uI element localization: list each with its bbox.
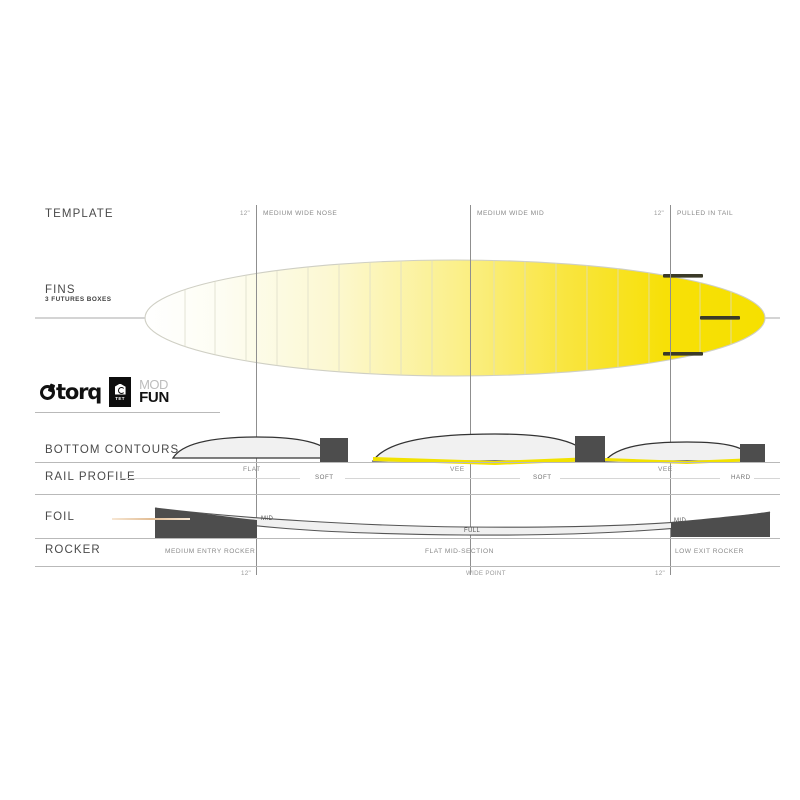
tick-tail-12in: 12" (654, 210, 664, 217)
guide-line-wide-point (470, 205, 471, 575)
row-label-foil: FOIL (45, 511, 75, 523)
model-name-bottom: FUN (139, 389, 169, 407)
foil-rocker-profile (154, 507, 771, 538)
fin-box-side-right (663, 352, 703, 356)
model-name: MOD FUN (139, 377, 169, 407)
fin-boxes (663, 274, 740, 356)
cross-section-mid (371, 433, 605, 465)
zone-label-nose: MEDIUM WIDE NOSE (263, 210, 338, 217)
axis-tick-nose: 12" (241, 570, 251, 577)
tet-badge: TET (109, 377, 132, 407)
foil-indicator-line (112, 518, 190, 520)
rail-profile-label-2: SOFT (530, 474, 555, 481)
rail-profile-line-d (745, 478, 780, 479)
tick-nose-12in: 12" (240, 210, 250, 217)
cross-section-nose (171, 436, 348, 463)
bottom-contour-sections (171, 433, 765, 465)
board-outline (144, 259, 766, 377)
zone-label-mid: MEDIUM WIDE MID (477, 210, 545, 217)
row-label-template: TEMPLATE (45, 208, 114, 220)
axis-tick-tail: 12" (655, 570, 665, 577)
tet-badge-text: TET (115, 395, 125, 401)
rocker-label-mid: FLAT MID-SECTION (425, 548, 494, 555)
tet-shield-icon (114, 383, 126, 395)
rule-bottom-contours (35, 462, 780, 463)
rail-profile-label-1: SOFT (312, 474, 337, 481)
entry-rocker-wedge (155, 508, 257, 538)
brand-logo-block: torq TET MOD FUN (40, 376, 169, 408)
rail-profile-line-a (120, 478, 300, 479)
rail-profile-label-3: HARD (728, 474, 754, 481)
rail-profile-line-b (345, 478, 520, 479)
rocker-label-entry: MEDIUM ENTRY ROCKER (165, 548, 256, 555)
row-label-rail-profile: RAIL PROFILE (45, 471, 136, 483)
guide-line-nose (256, 205, 257, 575)
row-label-fins: FINS (45, 284, 76, 296)
row-label-bottom-contours: BOTTOM CONTOURS (45, 444, 180, 456)
rule-rocker (35, 566, 780, 567)
rail-profile-line-c (560, 478, 720, 479)
guide-line-tail (670, 205, 671, 575)
rocker-label-exit: LOW EXIT ROCKER (675, 548, 744, 555)
axis-tick-wide-point: WIDE POINT (466, 570, 506, 577)
rule-logo (35, 412, 220, 413)
rule-foil (35, 538, 780, 539)
fin-box-side-left (663, 274, 703, 278)
bottom-contour-label-nose: FLAT (243, 466, 261, 473)
bottom-contour-label-mid: VEE (450, 466, 465, 473)
row-sublabel-fins: 3 FUTURES BOXES (45, 296, 112, 303)
row-label-rocker: ROCKER (45, 544, 101, 556)
zone-label-tail: PULLED IN TAIL (677, 210, 734, 217)
foil-label-nose: MID (261, 516, 274, 522)
rule-rail-profile (35, 494, 780, 495)
torq-wordmark: torq (40, 379, 102, 404)
exit-rocker-wedge (671, 512, 770, 537)
cross-section-tail (603, 441, 765, 464)
model-name-top: MOD (139, 377, 168, 393)
bottom-contour-label-tail: VEE (658, 466, 673, 473)
foil-label-tail: MID (674, 518, 687, 524)
torq-circle-icon (40, 384, 55, 400)
fin-box-center (700, 316, 740, 320)
torq-brand-text: torq (56, 379, 102, 404)
foil-label-mid: FULL (464, 528, 481, 534)
